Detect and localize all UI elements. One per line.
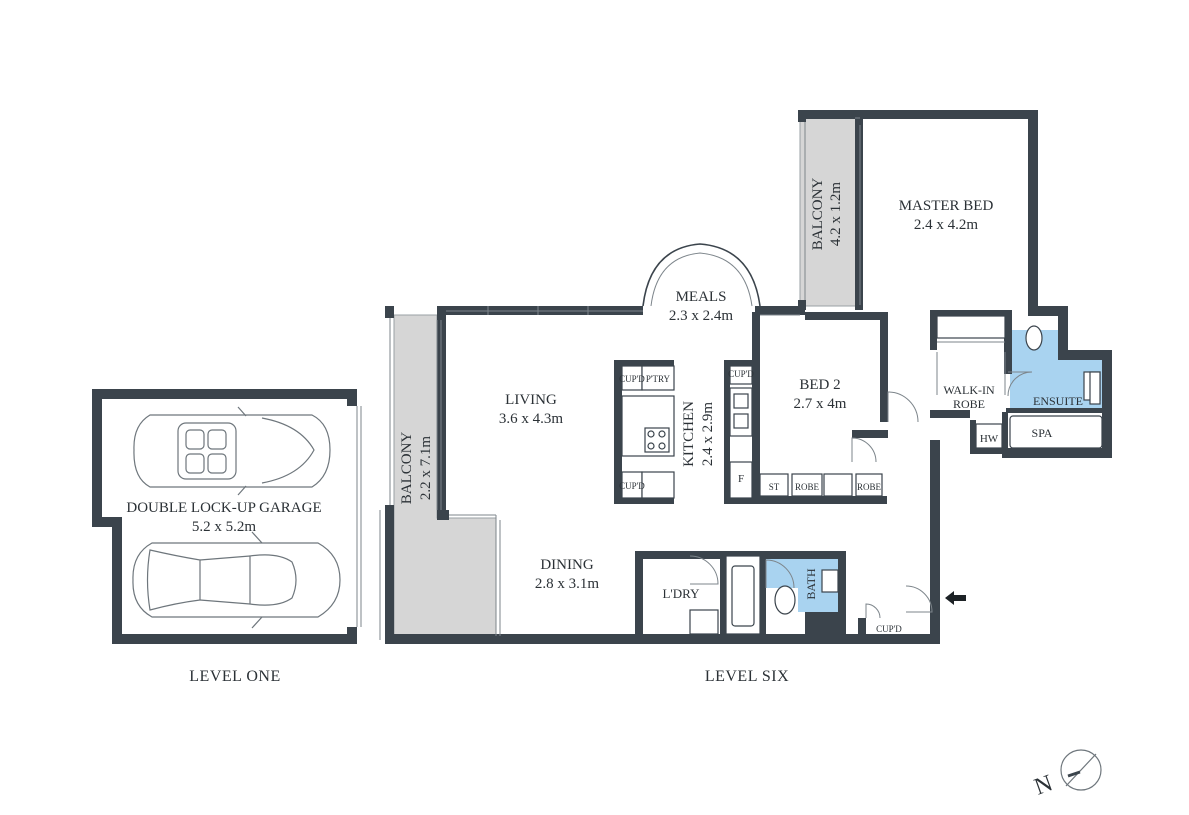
cupboard-label-3: CUP'D — [728, 369, 754, 379]
balcony-top-size: 4.2 x 1.2m — [828, 182, 844, 247]
hw-label: HW — [980, 433, 999, 445]
store-label: ST — [769, 482, 780, 492]
balcony-top-label: BALCONY — [810, 178, 826, 251]
meals-size: 2.3 x 2.4m — [669, 308, 734, 324]
meals-bay-window — [642, 243, 761, 307]
master-bed-size: 2.4 x 4.2m — [914, 217, 979, 233]
windows — [379, 117, 861, 640]
cupboard-label-2: CUP'D — [619, 481, 645, 491]
bath-label: BATH — [804, 568, 818, 600]
kitchen-label: KITCHEN — [681, 401, 697, 467]
dining-size: 2.8 x 3.1m — [535, 576, 600, 592]
car-coupe-icon — [132, 531, 341, 629]
spa-label: SPA — [1032, 426, 1053, 440]
garage-size: 5.2 x 5.2m — [192, 519, 257, 535]
compass-icon: N — [1031, 749, 1102, 801]
kitchen-fixtures — [621, 365, 753, 499]
level-six-label: LEVEL SIX — [705, 668, 789, 685]
fridge-label: F — [738, 473, 744, 485]
bed2-size: 2.7 x 4m — [794, 396, 847, 412]
master-bed-label: MASTER BED — [899, 198, 994, 214]
pantry-label: P'TRY — [646, 374, 671, 384]
ensuite-label: ENSUITE — [1033, 394, 1083, 408]
robe-label-1: ROBE — [795, 482, 820, 492]
laundry-label: L'DRY — [662, 586, 700, 601]
bed2-robes — [759, 473, 883, 497]
walkin-label: WALK-IN — [943, 383, 995, 397]
meals-label: MEALS — [676, 289, 727, 305]
car-convertible-icon — [133, 406, 331, 496]
cupboard-label-1: CUP'D — [619, 374, 645, 384]
walkin-shelves — [936, 315, 1006, 449]
cupboard-label-4: CUP'D — [876, 624, 902, 634]
dining-label: DINING — [540, 557, 593, 573]
living-size: 3.6 x 4.3m — [499, 411, 564, 427]
living-label: LIVING — [505, 392, 557, 408]
garage: DOUBLE LOCK-UP GARAGE 5.2 x 5.2m — [92, 389, 362, 644]
bed2-label: BED 2 — [799, 377, 840, 393]
level-one-label: LEVEL ONE — [189, 668, 280, 685]
balcony-left-label: BALCONY — [399, 432, 415, 505]
arrow-left-icon — [945, 591, 966, 605]
kitchen-size: 2.4 x 2.9m — [700, 402, 716, 467]
compass-north-letter: N — [1031, 770, 1056, 800]
wet-fixtures — [689, 325, 1103, 635]
doors — [689, 371, 1033, 619]
robe-label-2: ROBE — [857, 482, 882, 492]
garage-label: DOUBLE LOCK-UP GARAGE — [126, 500, 321, 516]
walkin-label-2: ROBE — [953, 397, 985, 411]
balcony-left-size: 2.2 x 7.1m — [418, 436, 434, 501]
